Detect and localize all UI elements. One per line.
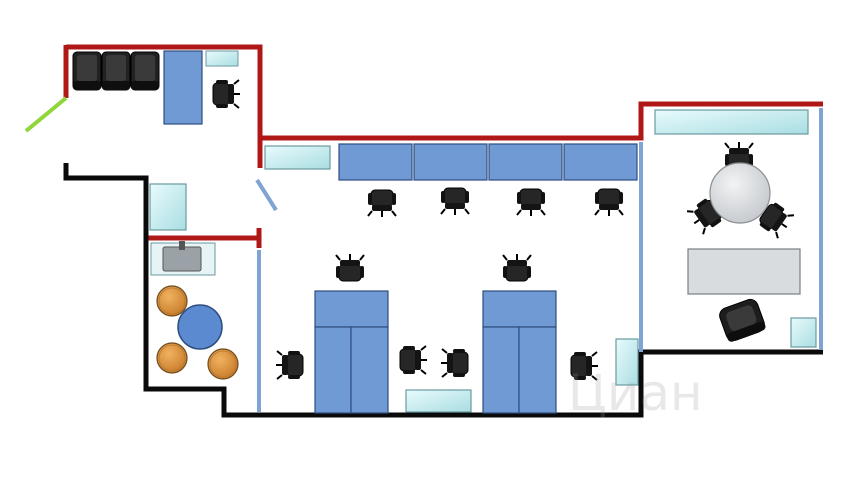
kitchenette — [150, 241, 239, 380]
director-armchair — [719, 298, 766, 342]
desk-cluster-top — [482, 290, 557, 328]
reception-desk — [163, 50, 203, 125]
reception-area — [72, 50, 241, 125]
desk-cluster-right — [518, 326, 557, 414]
corridor-cabinet — [149, 183, 187, 231]
wall-desk — [488, 143, 563, 181]
office-chair — [440, 348, 469, 378]
office-chair — [502, 253, 532, 282]
cabinet-east — [615, 338, 639, 386]
office-chair — [335, 253, 365, 282]
office-chair — [275, 350, 304, 380]
desk-cluster-top — [314, 290, 389, 328]
stool — [207, 348, 239, 380]
director-cabinet-south — [790, 317, 817, 348]
cabinet-north — [264, 145, 331, 170]
cabinet-south — [405, 389, 472, 413]
director-office — [654, 109, 817, 348]
director-cabinet-north — [654, 109, 809, 135]
kitchen-round-table — [177, 304, 223, 350]
wall-desk — [338, 143, 413, 181]
south-wall — [63, 163, 823, 418]
office-chair — [516, 188, 546, 217]
sink-basin — [162, 246, 202, 272]
office-chair — [399, 345, 428, 375]
wall-desk — [413, 143, 488, 181]
corridor-door-leaf — [255, 178, 278, 212]
armchair — [130, 51, 160, 91]
office-chair — [367, 189, 397, 218]
meeting-table — [709, 162, 771, 224]
office-chair — [212, 79, 241, 109]
office-chair — [594, 188, 624, 217]
armchair — [101, 51, 131, 91]
desk-cluster-left — [314, 326, 352, 414]
desk-cluster-left — [482, 326, 520, 414]
entrance-door — [24, 96, 68, 133]
desk-cluster-right — [350, 326, 389, 414]
wall-desk — [563, 143, 638, 181]
sink-faucet — [179, 241, 185, 250]
armchair — [72, 51, 102, 91]
north-wall — [66, 44, 823, 141]
open-space — [264, 143, 639, 414]
stool — [156, 285, 188, 317]
stool — [156, 342, 188, 374]
office-chair — [440, 187, 470, 216]
reception-cabinet — [205, 50, 239, 67]
director-desk — [687, 248, 801, 295]
watermark: Циан — [568, 364, 703, 422]
walls — [24, 44, 823, 418]
